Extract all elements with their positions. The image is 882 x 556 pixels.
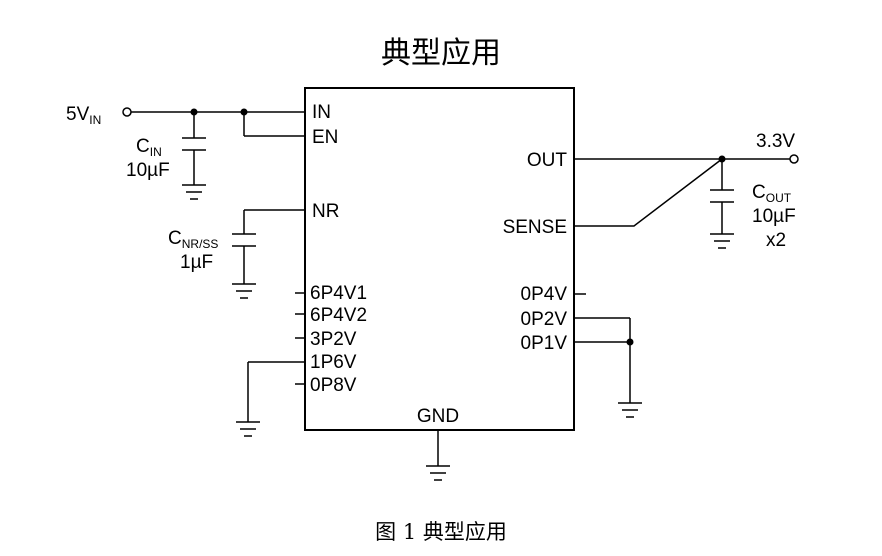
pin-6p4v1: 6P4V1 bbox=[310, 283, 367, 304]
diagram-title: 典型应用 bbox=[381, 36, 501, 71]
pin-0p8v: 0P8V bbox=[310, 375, 357, 396]
cin-label: CIN bbox=[136, 136, 162, 159]
pin-sense: SENSE bbox=[503, 217, 567, 238]
cnr-value: 1µF bbox=[180, 252, 213, 273]
pin-0p4v: 0P4V bbox=[521, 284, 568, 305]
cout-qty: x2 bbox=[766, 230, 786, 251]
ground-icon bbox=[426, 465, 450, 481]
pin-0p2v: 0P2V bbox=[521, 309, 568, 330]
output-label: 3.3V bbox=[756, 131, 795, 152]
ground-icon bbox=[618, 402, 642, 418]
ground-icon bbox=[182, 184, 206, 200]
wire-sense bbox=[574, 158, 723, 227]
ground-icon bbox=[710, 233, 734, 249]
output-terminal bbox=[789, 154, 799, 164]
pin-0p1v: 0P1V bbox=[521, 333, 568, 354]
ground-icon bbox=[236, 421, 260, 437]
pin-3p2v: 3P2V bbox=[310, 329, 357, 350]
cout-label: COUT bbox=[752, 182, 792, 205]
pin-1p6v: 1P6V bbox=[310, 352, 357, 373]
pin-en: EN bbox=[312, 127, 338, 148]
pin-6p4v2: 6P4V2 bbox=[310, 305, 367, 326]
input-label: 5VIN bbox=[66, 104, 101, 127]
pin-out: OUT bbox=[527, 150, 568, 171]
junction-dot bbox=[190, 108, 198, 116]
input-terminal bbox=[122, 107, 132, 117]
junction-dot bbox=[718, 155, 726, 163]
ic-body bbox=[304, 87, 575, 431]
cout-value: 10µF bbox=[752, 206, 796, 227]
figure-caption: 图 1 典型应用 bbox=[375, 520, 507, 544]
cnr-label: CNR/SS bbox=[168, 228, 218, 251]
pin-nr: NR bbox=[312, 201, 339, 222]
junction-dot bbox=[240, 108, 248, 116]
pin-in: IN bbox=[312, 102, 331, 123]
junction-dot bbox=[626, 338, 634, 346]
ground-icon bbox=[232, 283, 256, 299]
cin-value: 10µF bbox=[126, 160, 170, 181]
pin-gnd: GND bbox=[417, 406, 459, 427]
